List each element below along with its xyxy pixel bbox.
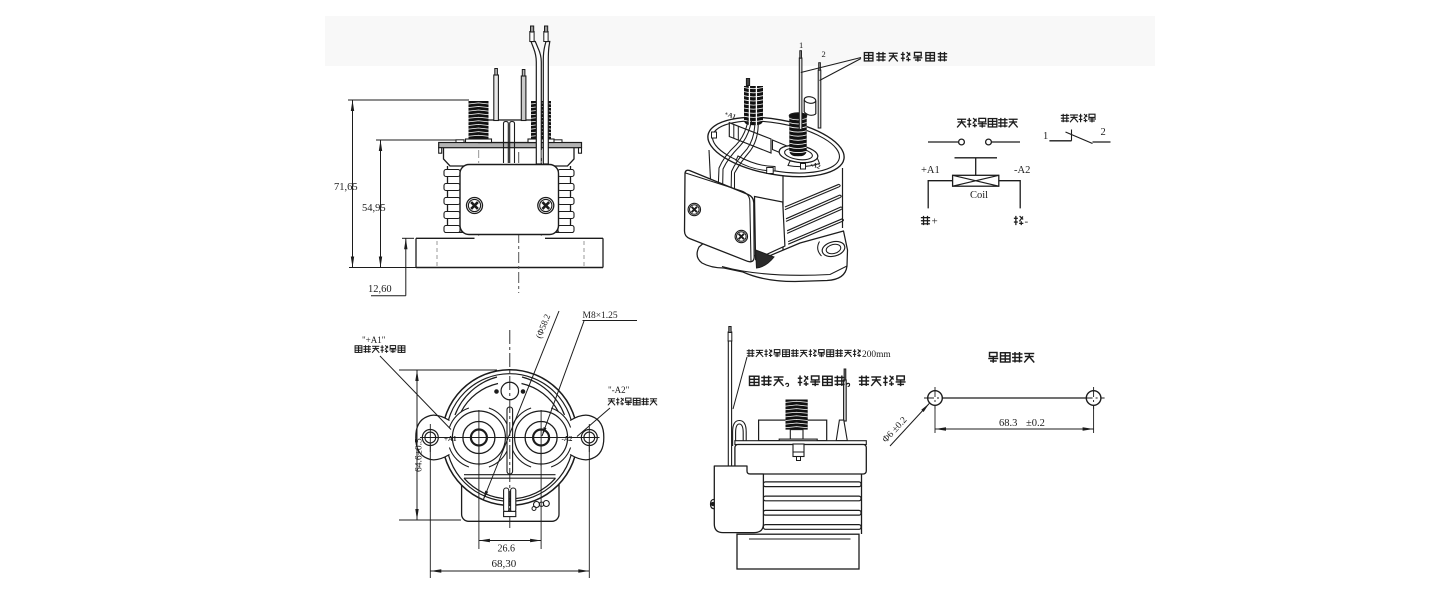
- svg-text:-A2: -A2: [809, 161, 821, 171]
- svg-text:+A1: +A1: [444, 435, 457, 443]
- svg-text:64.6±0.5: 64.6±0.5: [415, 438, 425, 472]
- svg-text:+A1: +A1: [723, 110, 736, 121]
- svg-text:200mm: 200mm: [862, 350, 891, 360]
- svg-text:2: 2: [1101, 127, 1106, 138]
- svg-text:1: 1: [799, 40, 803, 50]
- svg-text:"-A2": "-A2": [608, 385, 630, 395]
- svg-text:1: 1: [1043, 131, 1048, 142]
- svg-text:-: -: [1025, 216, 1029, 228]
- svg-text:54,95: 54,95: [362, 203, 386, 214]
- svg-text:26.6: 26.6: [498, 544, 516, 555]
- svg-text:"+A1": "+A1": [362, 335, 386, 345]
- svg-text:2: 2: [822, 49, 826, 59]
- svg-text:71,65: 71,65: [334, 182, 358, 193]
- svg-text:+A1: +A1: [921, 165, 940, 176]
- svg-text:68,30: 68,30: [492, 558, 517, 570]
- svg-text:±0.2: ±0.2: [1026, 418, 1045, 429]
- svg-text:12,60: 12,60: [368, 284, 392, 295]
- svg-text:-A2: -A2: [562, 435, 573, 443]
- svg-text:68.3: 68.3: [999, 418, 1017, 429]
- svg-text:Coil: Coil: [970, 190, 988, 201]
- svg-text:-A2: -A2: [1014, 165, 1030, 176]
- svg-text:+: +: [932, 216, 938, 228]
- svg-text:M8×1.25: M8×1.25: [583, 311, 618, 321]
